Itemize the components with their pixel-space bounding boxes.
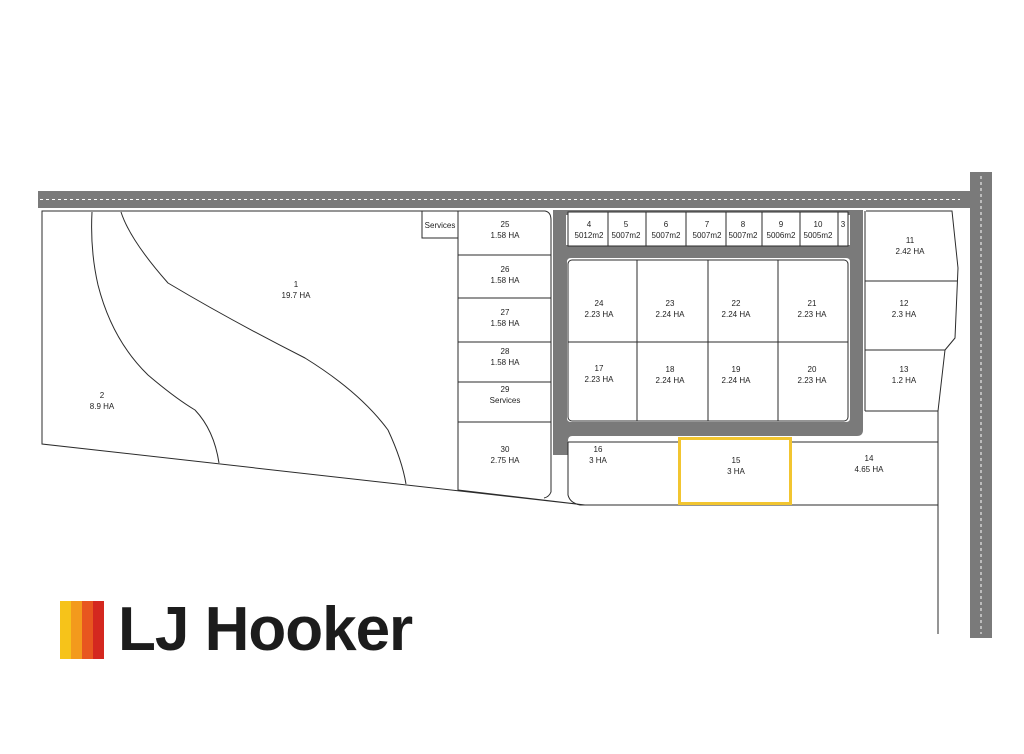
lot-number-20: 20 <box>808 365 817 374</box>
lot-area-8: 5007m2 <box>729 231 758 240</box>
lot-area-1: 19.7 HA <box>282 291 312 300</box>
lj-hooker-logo: LJ Hooker <box>60 595 413 664</box>
lot-number-26: 26 <box>501 265 510 274</box>
lot-area-18: 2.24 HA <box>656 376 686 385</box>
lot-number-15: 15 <box>732 456 741 465</box>
lot-area-5: 5007m2 <box>612 231 641 240</box>
lot-area-23: 2.24 HA <box>656 310 686 319</box>
brand-stripe-2 <box>71 601 82 659</box>
lot-outline-25-30 <box>458 210 552 499</box>
brand-stripe-4 <box>93 601 104 659</box>
lot-area-4: 5012m2 <box>575 231 604 240</box>
lot-area-21: 2.23 HA <box>798 310 828 319</box>
lot-area-19: 2.24 HA <box>722 376 752 385</box>
lot-number-29: 29 <box>501 385 510 394</box>
lot-area-16: 3 HA <box>589 456 607 465</box>
lot-1-2-boundary-b <box>120 211 407 485</box>
lot-number-21: 21 <box>808 299 817 308</box>
brand-stripe-1 <box>60 601 71 659</box>
lot-area-13: 1.2 HA <box>892 376 917 385</box>
lot-area-10: 5005m2 <box>804 231 833 240</box>
lot-area-12: 2.3 HA <box>892 310 917 319</box>
lot-number-14: 14 <box>865 454 874 463</box>
lot-outline-west <box>41 210 586 506</box>
lot-outline-south <box>567 442 939 634</box>
lot-area-17: 2.23 HA <box>585 375 615 384</box>
lot-number-27: 27 <box>501 308 510 317</box>
lot-area-14: 4.65 HA <box>855 465 885 474</box>
brand-stripe-3 <box>82 601 93 659</box>
lot-number-6: 6 <box>664 220 669 229</box>
lot-number-9: 9 <box>779 220 784 229</box>
lot-number-23: 23 <box>666 299 675 308</box>
lot-number-28: 28 <box>501 347 510 356</box>
lot-number-25: 25 <box>501 220 510 229</box>
lot-area-25: 1.58 HA <box>491 231 521 240</box>
lot-area-2: 8.9 HA <box>90 402 115 411</box>
lot-area-30: 2.75 HA <box>491 456 521 465</box>
lot-area-24: 2.23 HA <box>585 310 615 319</box>
lot-area-22: 2.24 HA <box>722 310 752 319</box>
brand-stripes <box>60 601 104 659</box>
lot-number-30: 30 <box>501 445 510 454</box>
lot-area-20: 2.23 HA <box>798 376 828 385</box>
lot-area-28: 1.58 HA <box>491 358 521 367</box>
roads <box>38 172 992 638</box>
lot-outline-small-row <box>567 211 849 247</box>
lot-area-26: 1.58 HA <box>491 276 521 285</box>
lot-area-6: 5007m2 <box>652 231 681 240</box>
lot-area-11: 2.42 HA <box>896 247 926 256</box>
lot-number-13: 13 <box>900 365 909 374</box>
brand-name: LJ Hooker <box>118 595 413 664</box>
lot-outline-services-top <box>421 210 459 239</box>
lot-number-16: 16 <box>594 445 603 454</box>
lot-number-8: 8 <box>741 220 746 229</box>
right-road-junction <box>960 191 974 208</box>
lot-number-12: 12 <box>900 299 909 308</box>
lot-number-services-top: Services <box>425 221 456 230</box>
lot-area-15: 3 HA <box>727 467 745 476</box>
lot-number-4: 4 <box>587 220 592 229</box>
lot-area-9: 5006m2 <box>767 231 796 240</box>
lot-number-11: 11 <box>906 236 915 245</box>
lot-number-19: 19 <box>732 365 741 374</box>
internal-loop-road <box>553 210 863 455</box>
lot-area-27: 1.58 HA <box>491 319 521 328</box>
highlight-lot-15[interactable] <box>678 437 792 505</box>
lot-number-1: 1 <box>294 280 299 289</box>
lot-number-18: 18 <box>666 365 675 374</box>
lot-number-24: 24 <box>595 299 604 308</box>
lot-number-7: 7 <box>705 220 710 229</box>
lot-number-22: 22 <box>732 299 741 308</box>
lot-1-2-boundary-a <box>91 211 220 464</box>
lot-area-29: Services <box>490 396 521 405</box>
lot-boundaries <box>41 210 959 634</box>
lot-number-3: 3 <box>841 220 846 229</box>
lot-number-5: 5 <box>624 220 629 229</box>
lot-number-17: 17 <box>595 364 604 373</box>
lot-labels: 1 19.7 HA 2 8.9 HA Services 25 1.58 HA 26 1.58 H… <box>90 220 925 476</box>
lot-area-7: 5007m2 <box>693 231 722 240</box>
lot-number-2: 2 <box>100 391 105 400</box>
lot-number-10: 10 <box>814 220 823 229</box>
